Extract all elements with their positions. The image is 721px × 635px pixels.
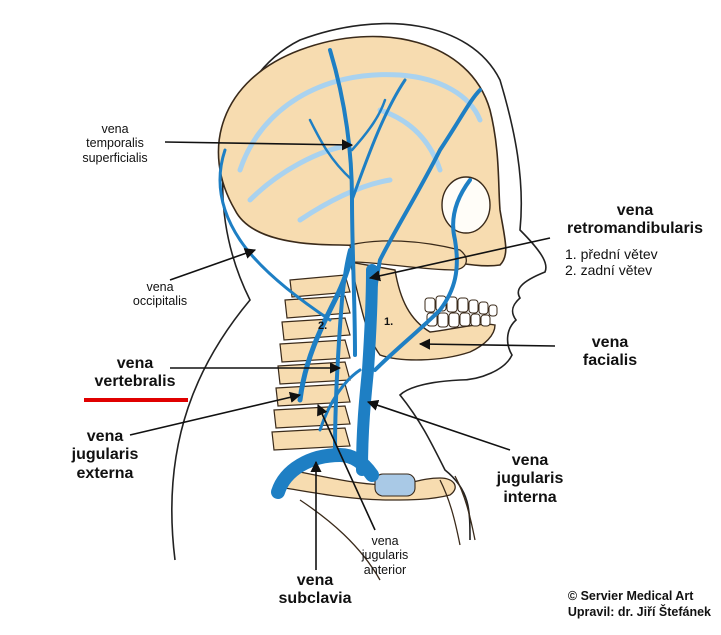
label-vena-temporalis-superficialis: vena temporalis superficialis	[82, 122, 148, 165]
vein-occipitalis	[218, 148, 332, 322]
humerus-outline	[439, 475, 476, 546]
superficial-veins-light	[237, 72, 483, 223]
label-vena-jugularis-anterior: vena jugularis anterior	[361, 534, 409, 577]
teeth	[424, 295, 498, 328]
vein-facialis	[373, 178, 472, 372]
branch-marker-1: 1.	[384, 316, 394, 328]
image-credit: © Servier Medical Art Upravil: dr. Jiří …	[567, 588, 711, 619]
vein-jugularis-externa	[297, 247, 355, 403]
label-vena-subclavia: vena subclavia	[278, 572, 352, 608]
label-vena-jugularis-interna: vena jugularis interna	[496, 452, 564, 506]
skull	[217, 35, 507, 267]
label-vena-facialis: vena facialis	[582, 334, 638, 370]
label-vena-jugularis-externa: vena jugularis externa	[71, 428, 139, 482]
branch-marker-2: 2.	[318, 320, 328, 332]
retromandibularis-branches: 1. přední větev 2. zadní větev	[565, 246, 658, 279]
sternoclavicular-cartilage	[374, 473, 416, 497]
label-vena-occipitalis: vena occipitalis	[132, 280, 188, 309]
label-vena-vertebralis: vena vertebralis	[94, 355, 176, 391]
vertebralis-highlight-underline	[84, 398, 188, 402]
first-rib	[299, 499, 381, 581]
label-vena-retromandibularis: vena retromandibularis	[566, 202, 704, 238]
